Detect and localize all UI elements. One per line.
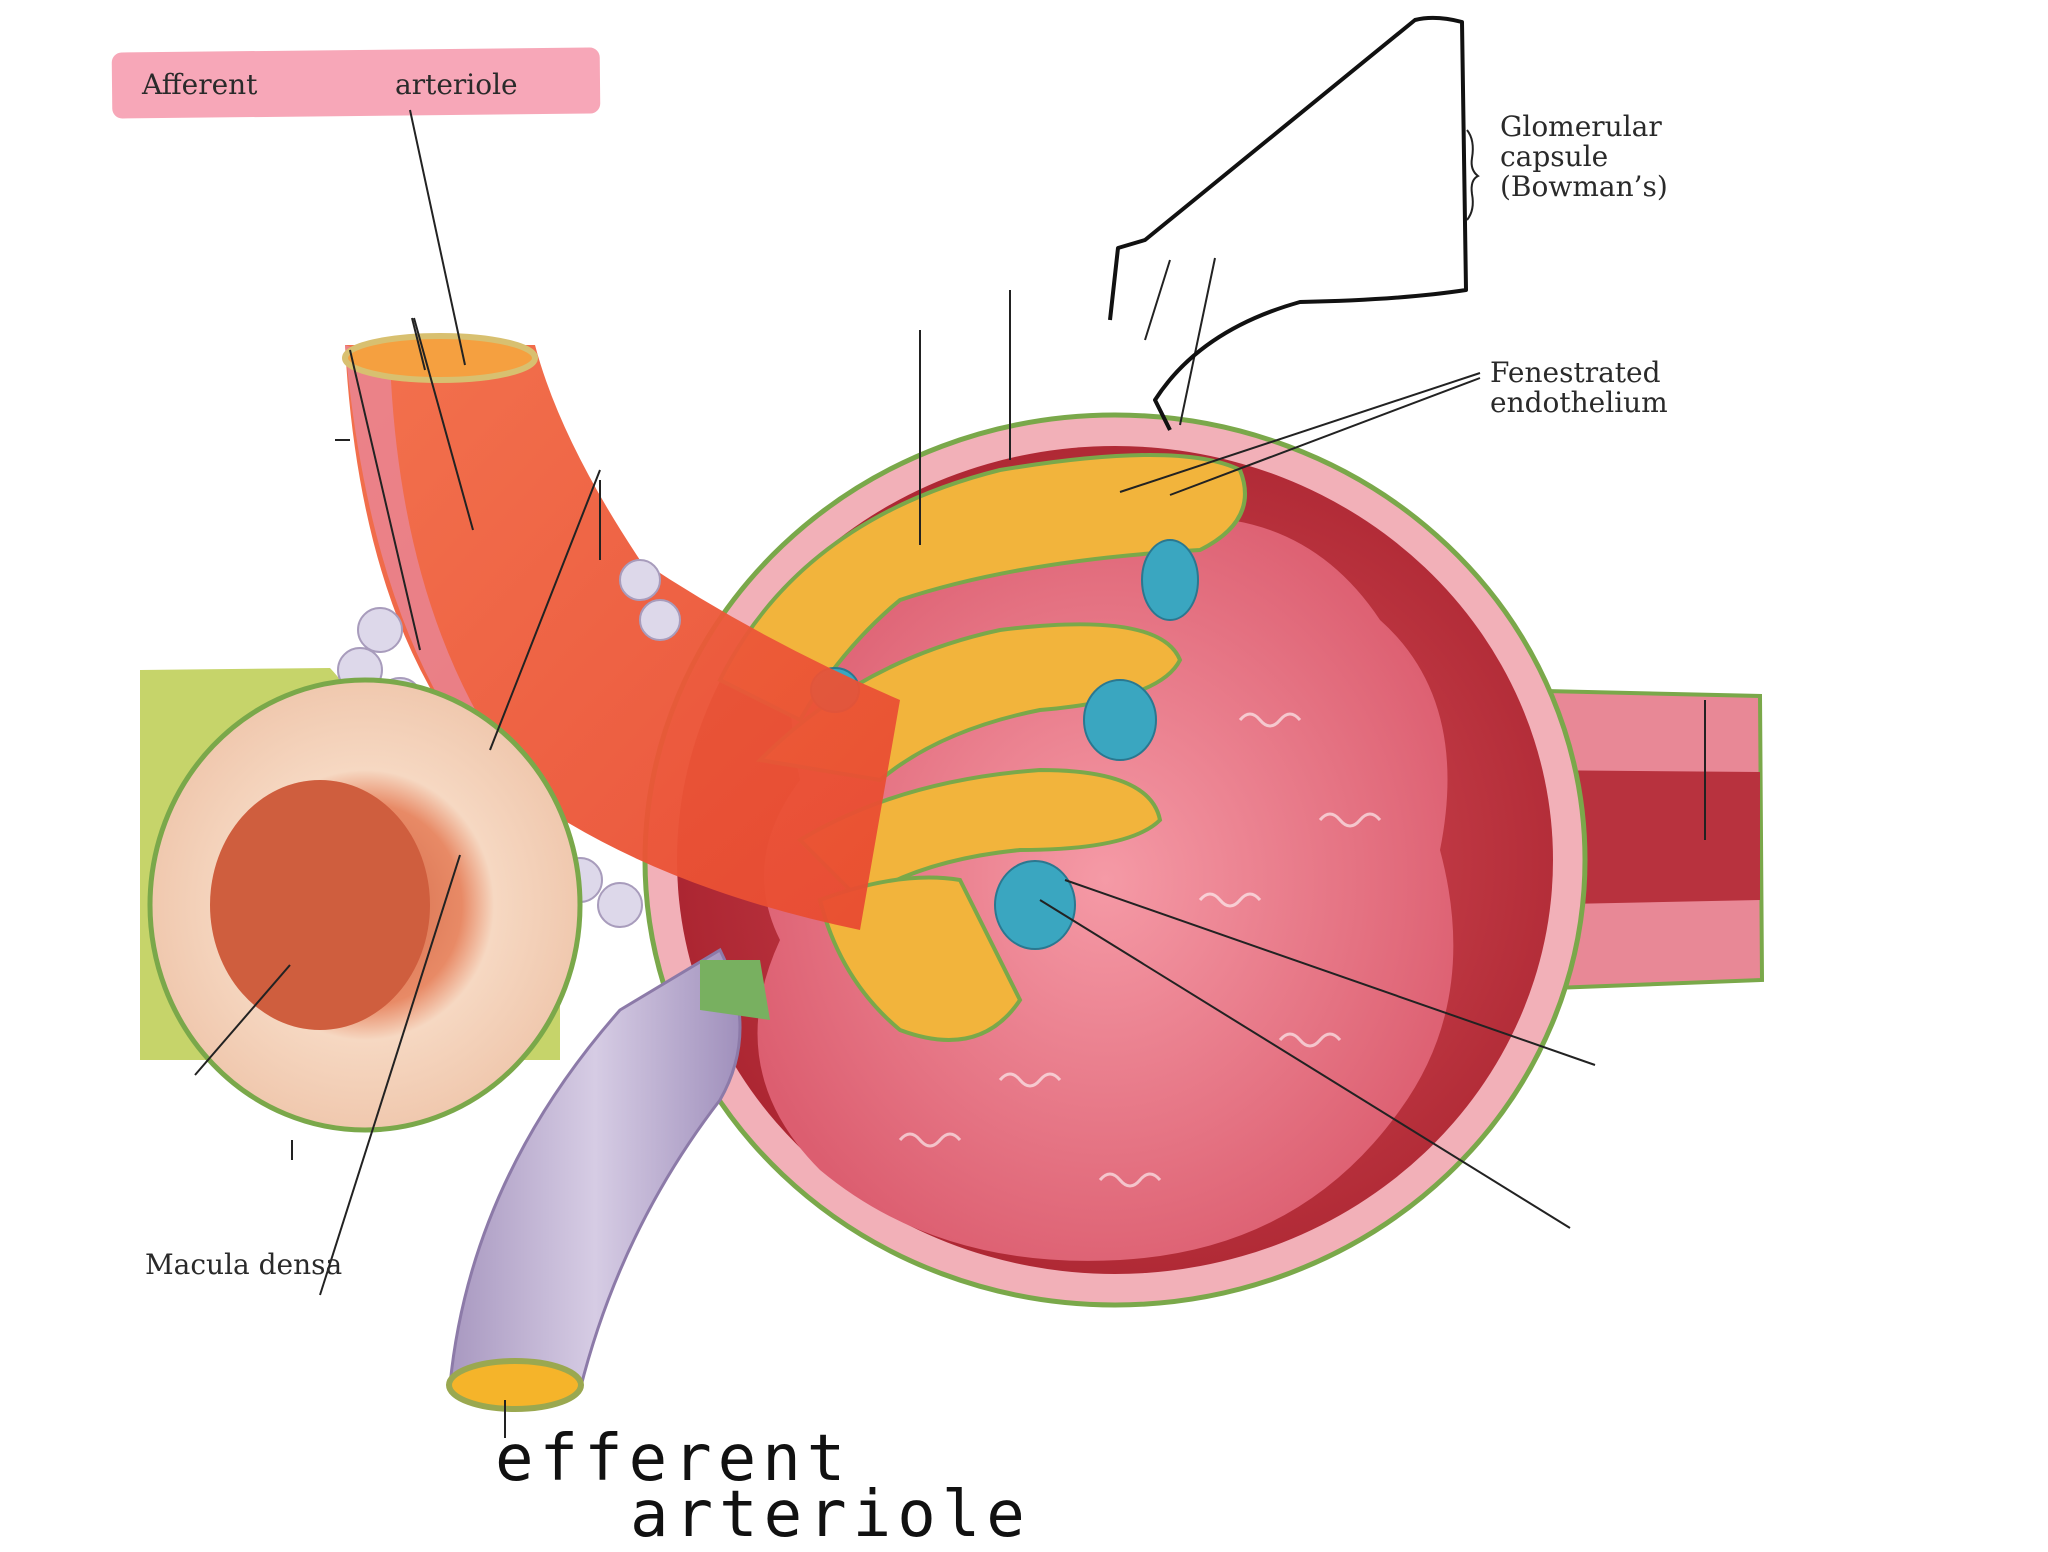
macula-densa-label: Macula densa <box>145 1248 343 1281</box>
capillary-loops <box>717 453 1247 1042</box>
fenestrated-endothelium-label-line-1: Fenestrated <box>1490 356 1661 389</box>
efferent-arteriole-origin <box>700 960 770 1020</box>
capsule-label-brace <box>1466 129 1480 221</box>
glomerular-capsule-label-line-3: (Bowman’s) <box>1500 170 1668 203</box>
fenestrated-endothelium-label-line-2: endothelium <box>1490 386 1668 419</box>
glomerular-capsule-label-line-2: capsule <box>1500 140 1609 173</box>
glomerular-capsule-label-line-1: Glomerular <box>1500 110 1662 143</box>
efferent-handwritten-label: efferent <box>495 1422 852 1496</box>
distal-tubule-lumen <box>210 780 430 1030</box>
efferent-arteriole <box>448 947 742 1392</box>
arteriole-handwritten-label: arteriole <box>630 1478 1031 1552</box>
capsule-hand-drawn-pointer <box>1108 15 1468 431</box>
leader-lines <box>194 109 1706 1438</box>
afferent-arteriole-opening <box>342 333 538 383</box>
afferent-arteriole-wall <box>345 345 520 780</box>
afferent-label-word: Afferent <box>142 68 258 101</box>
mesangial-cells <box>810 539 1199 950</box>
efferent-arteriole-opening <box>446 1358 584 1412</box>
arteriole-label-word: arteriole <box>395 68 518 101</box>
afferent-arteriole <box>345 345 900 930</box>
